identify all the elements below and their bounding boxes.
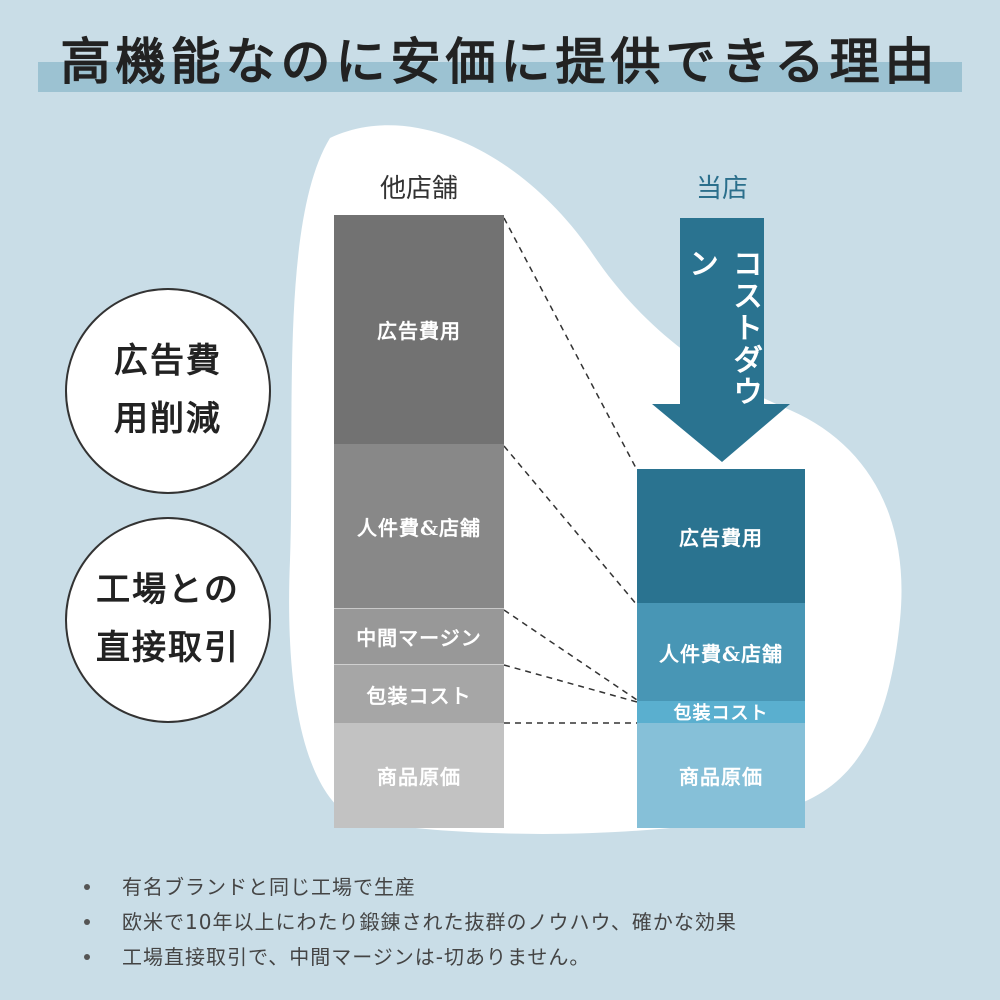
direct-badge-line1: 工場との <box>96 570 240 611</box>
feature-text: 有名ブランドと同じ工場で生産 <box>122 875 416 899</box>
other-segment-margin: 中間マージン <box>334 608 504 664</box>
our-segment-cost-label: 商品原価 <box>679 765 763 789</box>
connector-line-ad <box>503 217 638 471</box>
feature-text: 欧米で10年以上にわたり鍛錬された抜群のノウハウ、確かな効果 <box>122 910 737 934</box>
other-segment-ad: 広告費用 <box>334 215 504 444</box>
other-segment-personnel-label: 人件費&店舗 <box>356 515 482 540</box>
cost-down-label: コストダウン <box>683 248 762 408</box>
connector-line-packaging <box>503 664 638 703</box>
our-segment-ad-label: 広告費用 <box>679 525 763 550</box>
other-segment-ad-label: 広告費用 <box>377 319 461 343</box>
title-area: 高機能なのに安価に提供できる理由 <box>0 0 1000 110</box>
our-segment-personnel-label: 人件費&店舗 <box>658 641 784 666</box>
other-segment-personnel: 人件費&店舗 <box>334 444 504 608</box>
feature-list: 有名ブランドと同じ工場で生産 欧米で10年以上にわたり鍛錬された抜群のノウハウ、… <box>80 872 737 977</box>
connector-lines <box>503 217 638 724</box>
other-segment-cost-label: 商品原価 <box>377 765 461 789</box>
title-highlight <box>38 62 962 92</box>
page-title: 高機能なのに安価に提供できる理由 <box>60 32 940 91</box>
other-segment-packaging-label: 包装コスト <box>366 683 472 708</box>
other-store-label: 他店舗 <box>379 174 458 204</box>
feature-text: 工場直接取引で、中間マージンは-切ありません。 <box>122 945 591 969</box>
our-segment-cost: 商品原価 <box>637 723 805 828</box>
our-segment-packaging: 包装コスト <box>637 701 805 724</box>
cost-down-arrow <box>652 218 790 462</box>
ad-badge-line2: 用削減 <box>114 399 222 439</box>
bullet-dot-icon <box>84 954 90 960</box>
connector-line-personnel <box>503 445 638 606</box>
direct-badge-line2: 直接取引 <box>96 628 240 668</box>
our-store-label: 当店 <box>695 174 748 204</box>
our-segment-personnel: 人件費&店舗 <box>637 603 805 701</box>
ad-badge-line1: 広告費 <box>114 341 222 382</box>
feature-item: 工場直接取引で、中間マージンは-切ありません。 <box>80 942 737 977</box>
feature-item: 有名ブランドと同じ工場で生産 <box>80 872 737 907</box>
ad-cost-reduction-badge: 広告費 用削減 <box>65 288 271 494</box>
other-segment-cost: 商品原価 <box>334 723 504 828</box>
other-segment-packaging: 包装コスト <box>334 664 504 723</box>
our-segment-packaging-label: 包装コスト <box>673 703 769 724</box>
direct-trade-badge: 工場との 直接取引 <box>65 517 271 723</box>
bullet-dot-icon <box>84 884 90 890</box>
bullet-dot-icon <box>84 919 90 925</box>
our-segment-ad: 広告費用 <box>637 469 805 603</box>
other-segment-margin-label: 中間マージン <box>356 626 482 650</box>
connector-line-margin <box>503 609 638 701</box>
feature-item: 欧米で10年以上にわたり鍛錬された抜群のノウハウ、確かな効果 <box>80 907 737 942</box>
